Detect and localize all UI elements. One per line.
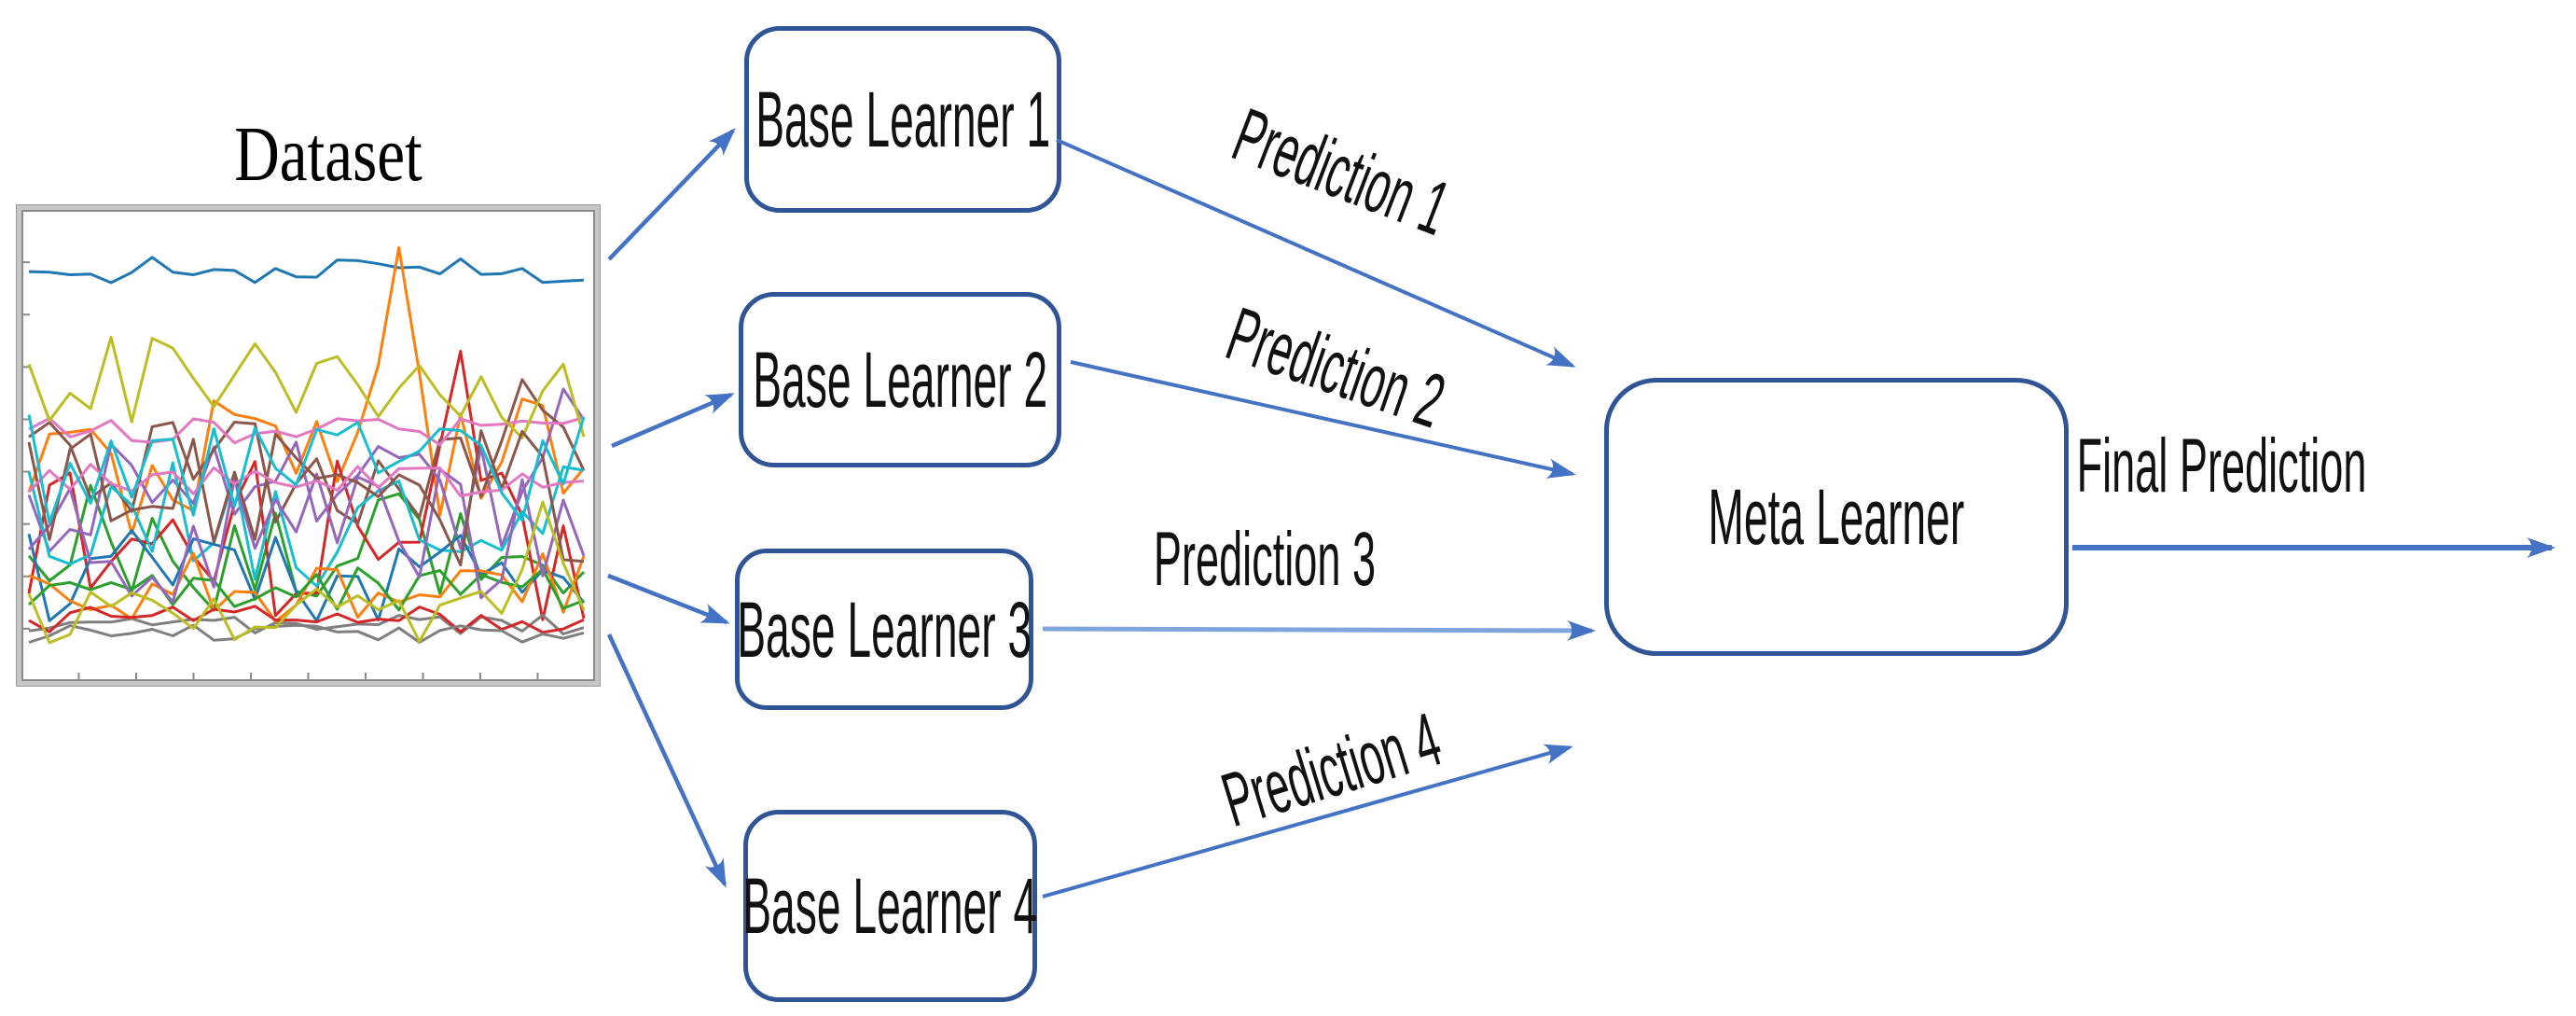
dataset-chart-thumbnail (17, 205, 600, 686)
chart-series-line (27, 245, 586, 536)
arrow-dataset-to-base-learner-2 (611, 392, 735, 449)
chart-series-line (27, 414, 586, 524)
meta-learner-label: Meta Learner (1708, 473, 1965, 561)
arrow-prediction-3 (1042, 619, 1596, 641)
prediction-1-label: Prediction 1 (1222, 92, 1461, 252)
chart-series-line (28, 605, 585, 634)
base-learner-2-box: Base Learner 2 (739, 292, 1061, 467)
base-learner-4-label: Base Learner 4 (742, 862, 1038, 950)
chart-series-line (27, 566, 585, 612)
arrow-dataset-to-base-learner-4 (606, 633, 727, 888)
chart-series-line (27, 336, 586, 439)
base-learner-3-box: Base Learner 3 (735, 549, 1033, 710)
arrow-dataset-to-base-learner-1 (607, 128, 736, 261)
meta-learner-box: Meta Learner (1604, 378, 2069, 656)
chart-series-line (27, 350, 586, 621)
dataset-label: Dataset (234, 111, 422, 198)
chart-series-line (27, 461, 585, 588)
chart-series-line (28, 416, 585, 447)
prediction-3-label: Prediction 3 (1153, 517, 1377, 602)
chart-series-line (27, 467, 586, 604)
prediction-2-label: Prediction 2 (1216, 291, 1455, 445)
base-learner-4-box: Base Learner 4 (743, 810, 1037, 1002)
chart-series-line (28, 256, 585, 285)
chart-series-line (27, 387, 586, 553)
prediction-4-label: Prediction 4 (1212, 697, 1451, 843)
base-learner-1-label: Base Learner 1 (755, 76, 1050, 163)
chart-series-line (28, 623, 585, 644)
base-learner-2-label: Base Learner 2 (753, 336, 1047, 424)
chart-series-line (27, 429, 585, 567)
base-learner-1-box: Base Learner 1 (744, 26, 1061, 213)
chart-series-line (27, 463, 585, 498)
chart-series-line (27, 500, 586, 645)
base-learner-3-label: Base Learner 3 (737, 585, 1032, 674)
dataset-chart-svg (21, 210, 595, 681)
final-prediction-label: Final Prediction (2076, 424, 2367, 508)
arrow-dataset-to-base-learner-3 (607, 573, 730, 625)
chart-series-line (27, 529, 586, 622)
